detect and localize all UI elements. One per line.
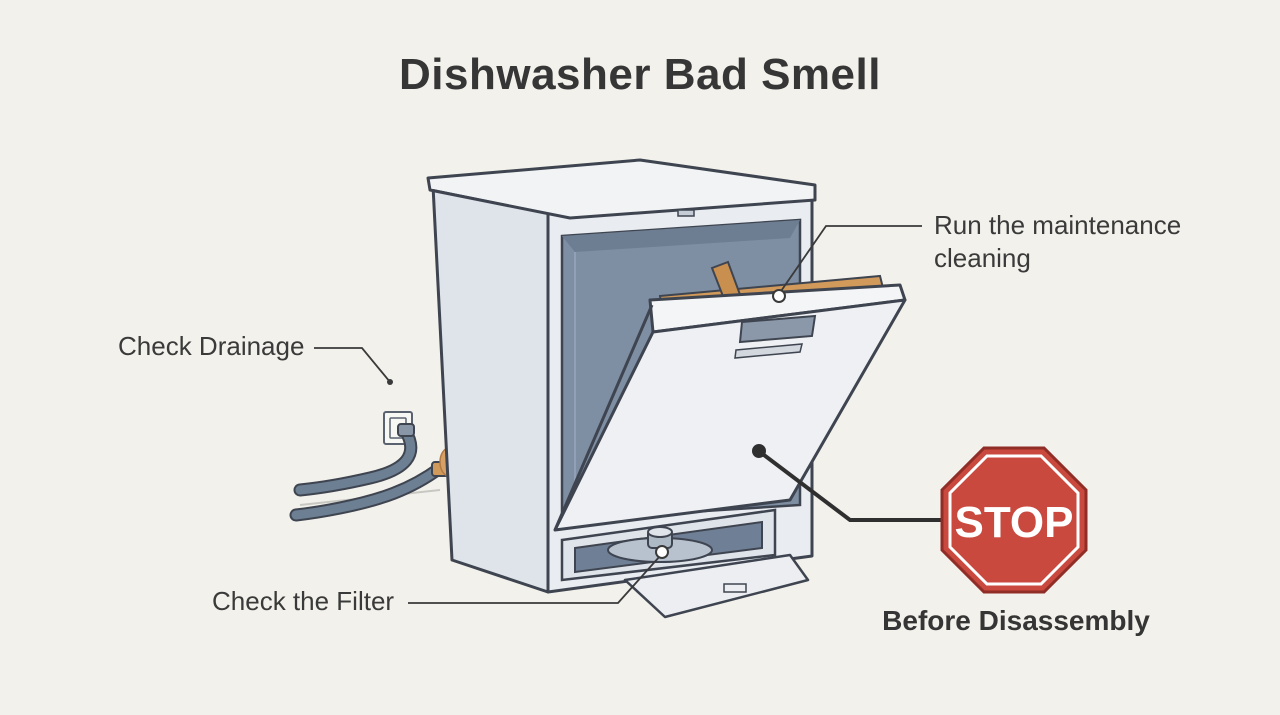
stop-leader-dot [752, 444, 766, 458]
maintenance-dot [772, 289, 786, 303]
top-cover-edge [432, 189, 571, 219]
callout-leaders [314, 225, 922, 604]
door-latch [677, 209, 695, 217]
page-title: Dishwasher Bad Smell [399, 50, 881, 99]
dishwasher-top-cover [426, 158, 817, 220]
stop-sign-icon: STOP [940, 446, 1088, 594]
dishwasher-door [553, 298, 907, 532]
dishwasher-side-panel [431, 184, 550, 594]
stop-sign-text: STOP [954, 498, 1073, 547]
tray-handle [723, 583, 747, 593]
stop-leader [758, 450, 945, 522]
drain-hose-icon [289, 423, 459, 522]
callout-check-filter: Check the Filter [212, 586, 395, 616]
callout-check-drainage: Check Drainage [118, 331, 305, 361]
filter-dot [655, 545, 669, 559]
door-handle [738, 314, 817, 344]
callout-maintenance-cleaning: Run the maintenance cleaning [934, 210, 1182, 273]
drainage-dot [387, 379, 393, 385]
interior-top-shade [562, 220, 800, 252]
filter-icon [623, 553, 810, 619]
callout-before-disassembly: Before Disassembly [882, 605, 1150, 636]
door-left-edge [553, 304, 654, 531]
door-vent [734, 343, 803, 359]
